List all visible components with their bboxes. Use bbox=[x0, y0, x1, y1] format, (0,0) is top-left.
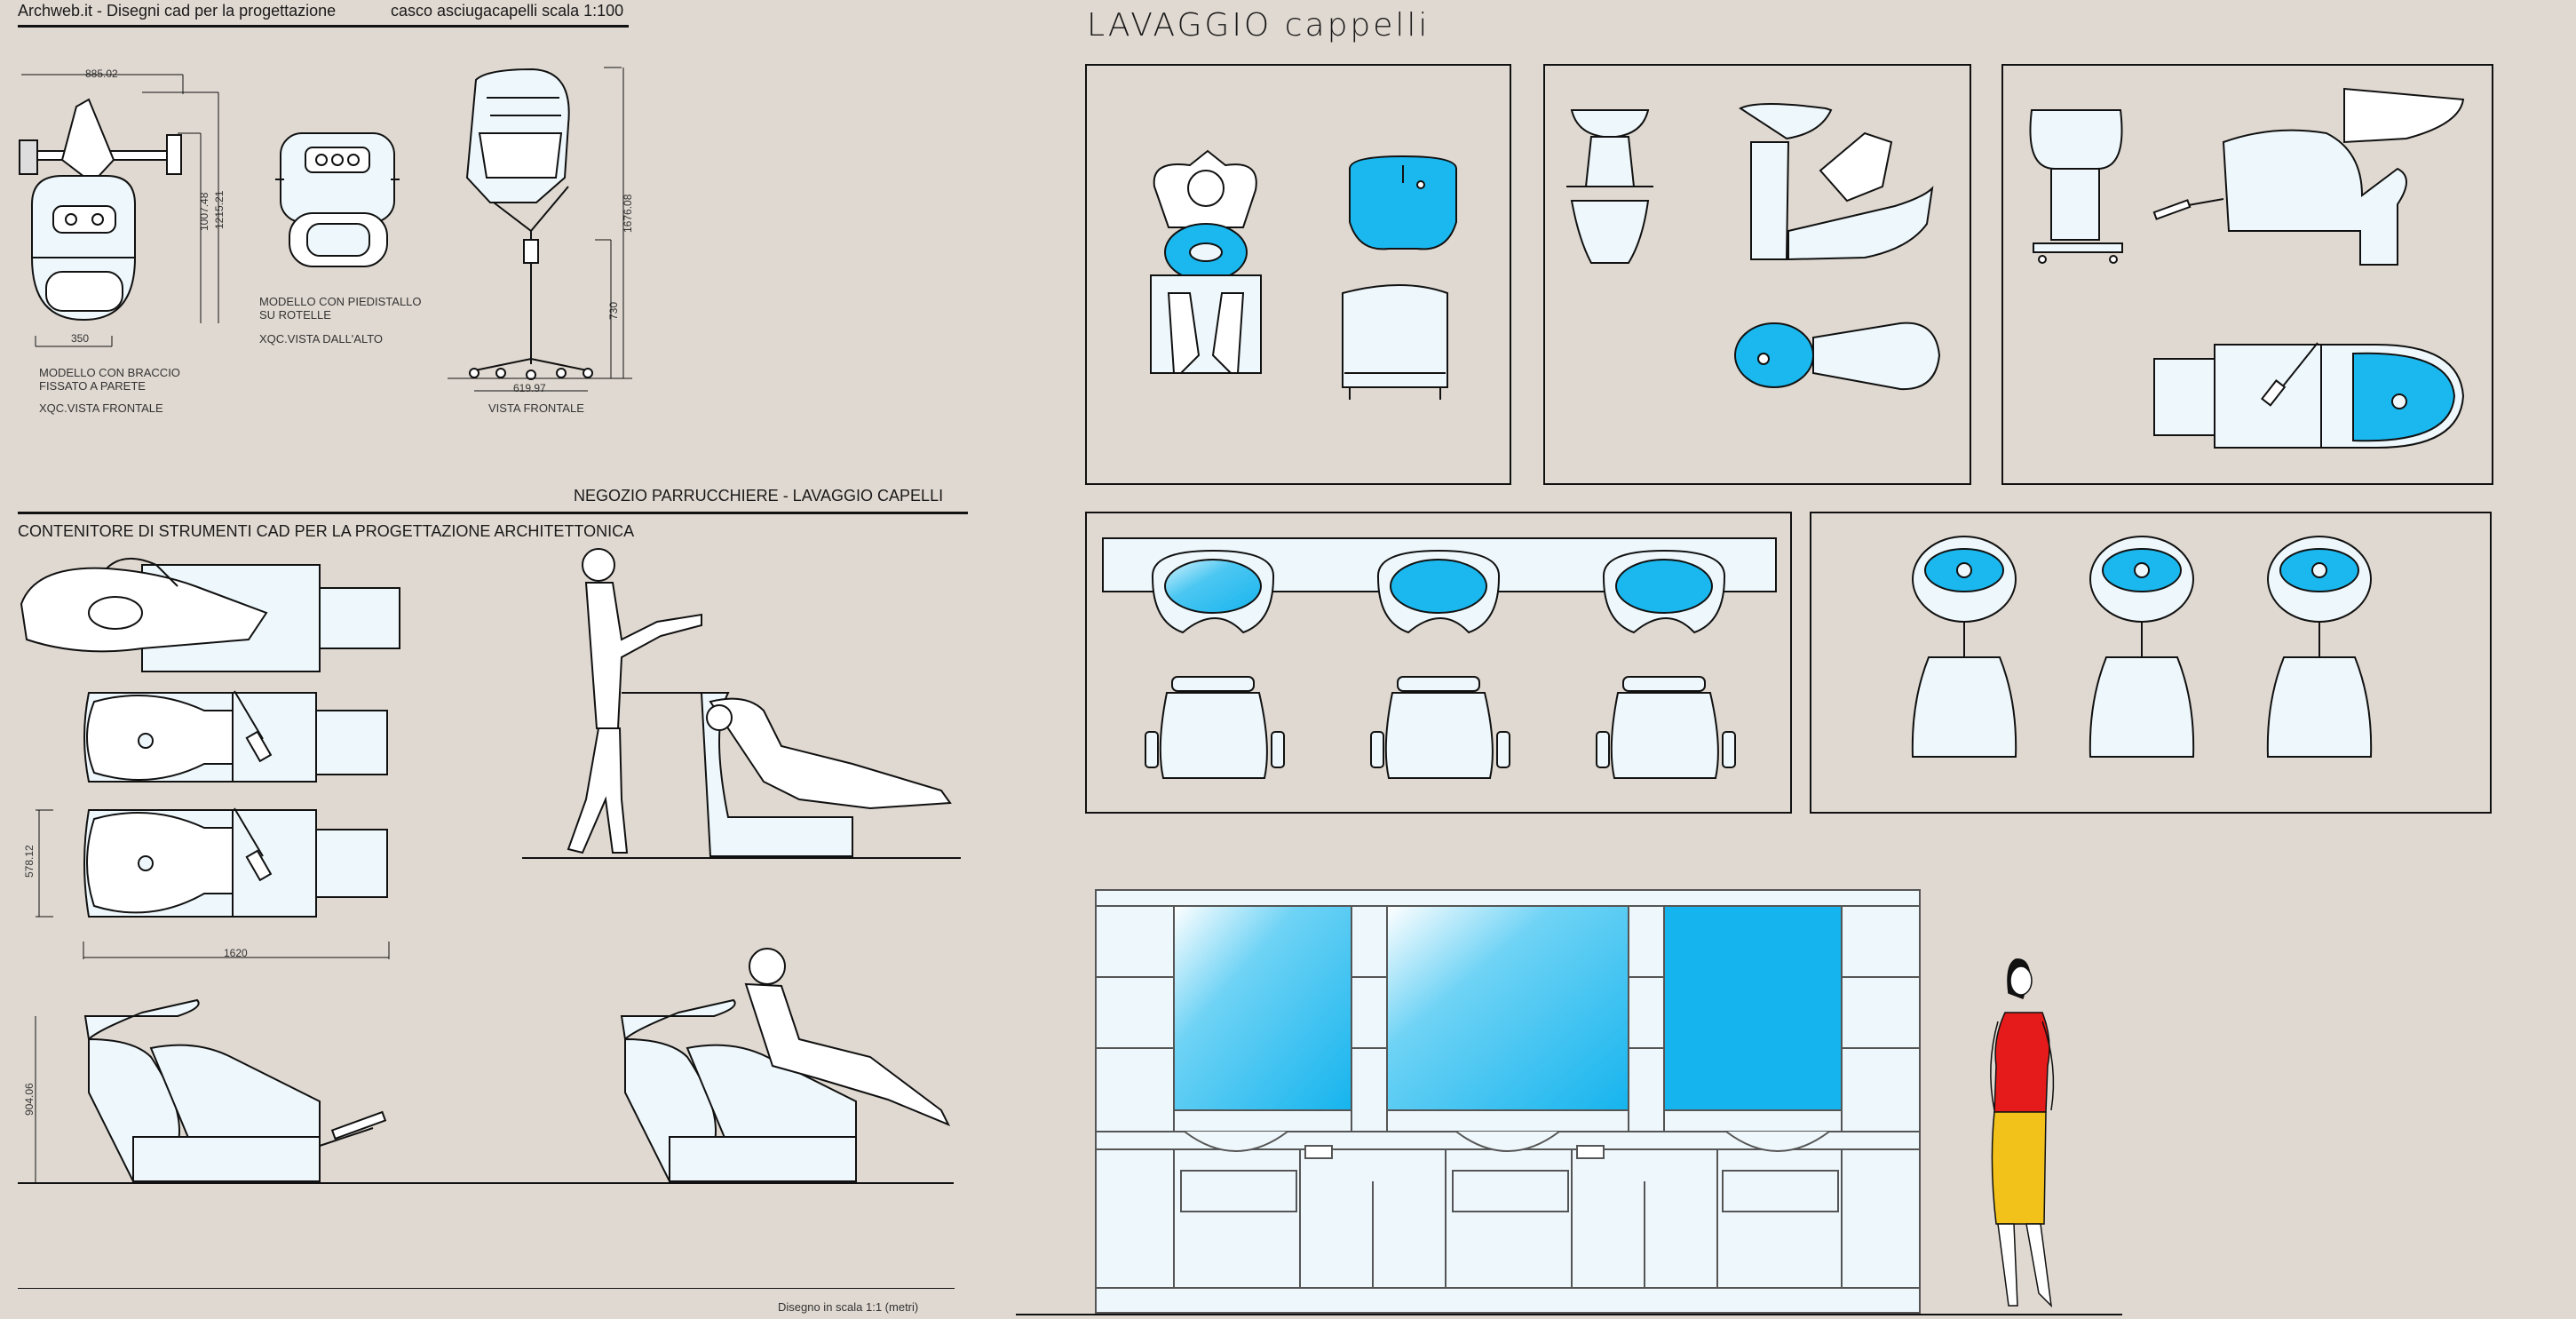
wall-model-view: XQC.VISTA FRONTALE bbox=[39, 401, 163, 415]
wash-basin-plan bbox=[1349, 155, 1457, 250]
panel-3-fixtures bbox=[2029, 87, 2465, 449]
wheel-model-view: XQC.VISTA DALL'ALTO bbox=[259, 332, 384, 346]
wall-model-caption: MODELLO CON BRACCIO FISSATO A PARETE bbox=[39, 366, 180, 393]
pod-station-1 bbox=[1911, 536, 2017, 758]
section-rule bbox=[18, 512, 968, 514]
wash-units-plan bbox=[20, 558, 400, 959]
scale-note: Disegno in scala 1:1 (metri) bbox=[778, 1300, 919, 1314]
counter-station-1 bbox=[1145, 549, 1285, 779]
wheel-model-caption: MODELLO CON PIEDISTALLO SU ROTELLE bbox=[259, 295, 422, 322]
panel-wash-row-plan bbox=[1810, 512, 2492, 814]
counter-station-3 bbox=[1596, 549, 1736, 779]
standing-woman-figure bbox=[1990, 958, 2055, 1308]
dim-base: 350 bbox=[71, 332, 90, 345]
wash-unit-2 bbox=[83, 807, 388, 918]
wheel-dryer bbox=[275, 132, 400, 267]
washing-title: LAVAGGIO cappelli bbox=[1087, 7, 1431, 44]
section-subtitle: CONTENITORE DI STRUMENTI CAD PER LA PROG… bbox=[18, 522, 635, 540]
recliner-wash-side bbox=[2152, 87, 2465, 266]
chair-plan bbox=[1342, 284, 1448, 400]
dim-length: 1620 bbox=[224, 947, 248, 959]
basin-on-pedestal-front bbox=[1566, 109, 1653, 264]
dryer-drawings bbox=[19, 67, 632, 392]
panel-backwash-chair bbox=[1543, 64, 1971, 485]
stand-model-caption: VISTA FRONTALE bbox=[488, 401, 584, 415]
wall-dryer bbox=[19, 74, 219, 347]
salon-wall-elevation bbox=[1016, 889, 2122, 1315]
drawing-subject: casco asciugacapelli scala 1:100 bbox=[391, 2, 624, 20]
wash-side-views bbox=[18, 548, 961, 1184]
stylist-washing-client bbox=[522, 548, 961, 859]
panel-recliner-wash bbox=[2001, 64, 2493, 485]
backwash-chair-side bbox=[1738, 103, 1934, 261]
panel-2-fixtures bbox=[1566, 103, 1941, 391]
wash-unit-with-person bbox=[20, 558, 400, 672]
header-rule bbox=[18, 25, 629, 28]
dim-width: 885.02 bbox=[85, 68, 118, 80]
section-title: NEGOZIO PARRUCCHIERE - LAVAGGIO CAPELLI bbox=[574, 487, 944, 505]
panel-wash-unit-plan bbox=[1085, 64, 1511, 485]
stand-dryer bbox=[448, 67, 632, 392]
counter-station-2 bbox=[1370, 549, 1510, 779]
recliner-wash-plan bbox=[2153, 342, 2465, 449]
panel-4-fixtures bbox=[1102, 537, 1777, 779]
bottom-rule bbox=[18, 1288, 955, 1289]
seated-person-plan bbox=[1150, 149, 1262, 374]
pod-station-2 bbox=[2089, 536, 2195, 758]
panel-5-fixtures bbox=[1911, 536, 2373, 758]
wash-unit-1 bbox=[83, 690, 388, 783]
panel-1-fixtures bbox=[1150, 149, 1457, 400]
site-title: Archweb.it - Disegni cad per la progetta… bbox=[18, 2, 337, 20]
pod-station-3 bbox=[2266, 536, 2373, 758]
panel-wash-row-counter bbox=[1085, 512, 1792, 814]
pedestal-basin-front bbox=[2029, 109, 2123, 264]
client-in-recliner bbox=[620, 948, 951, 1183]
backwash-plan bbox=[1734, 322, 1941, 391]
empty-recliner bbox=[18, 998, 954, 1184]
